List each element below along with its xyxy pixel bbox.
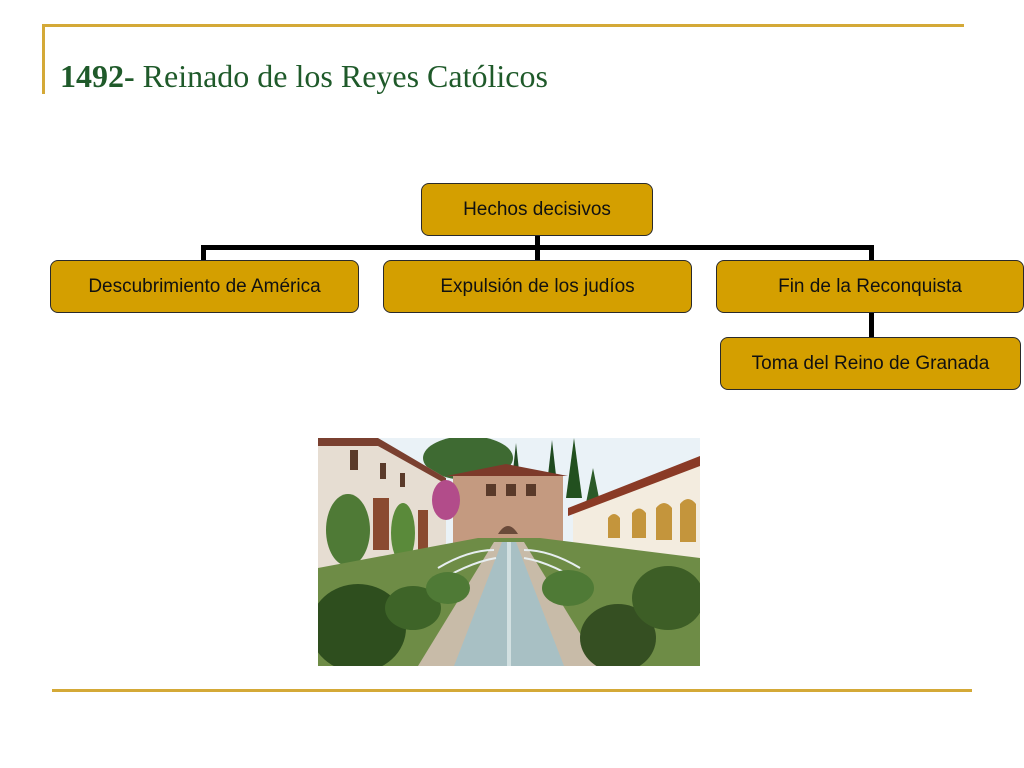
top-border-line <box>42 24 964 27</box>
node-fin-reconquista: Fin de la Reconquista <box>716 260 1024 313</box>
node-expulsion-judios: Expulsión de los judíos <box>383 260 692 313</box>
node-hechos-decisivos: Hechos decisivos <box>421 183 653 236</box>
left-border-line <box>42 24 45 94</box>
connector-reconquista-to-granada <box>869 312 874 338</box>
connector-root-stem <box>535 234 540 248</box>
connector-drop-middle <box>535 245 540 261</box>
node-descubrimiento-america: Descubrimiento de América <box>50 260 359 313</box>
connector-drop-left <box>201 245 206 261</box>
title-text: Reinado de los Reyes Católicos <box>134 58 548 94</box>
connector-drop-right <box>869 245 874 261</box>
title-year: 1492- <box>60 58 135 94</box>
bottom-border-line <box>52 689 972 692</box>
generalife-garden-photo <box>318 438 700 666</box>
garden-illustration <box>318 438 700 666</box>
slide-title: 1492- Reinado de los Reyes Católicos <box>60 58 548 95</box>
node-toma-granada: Toma del Reino de Granada <box>720 337 1021 390</box>
